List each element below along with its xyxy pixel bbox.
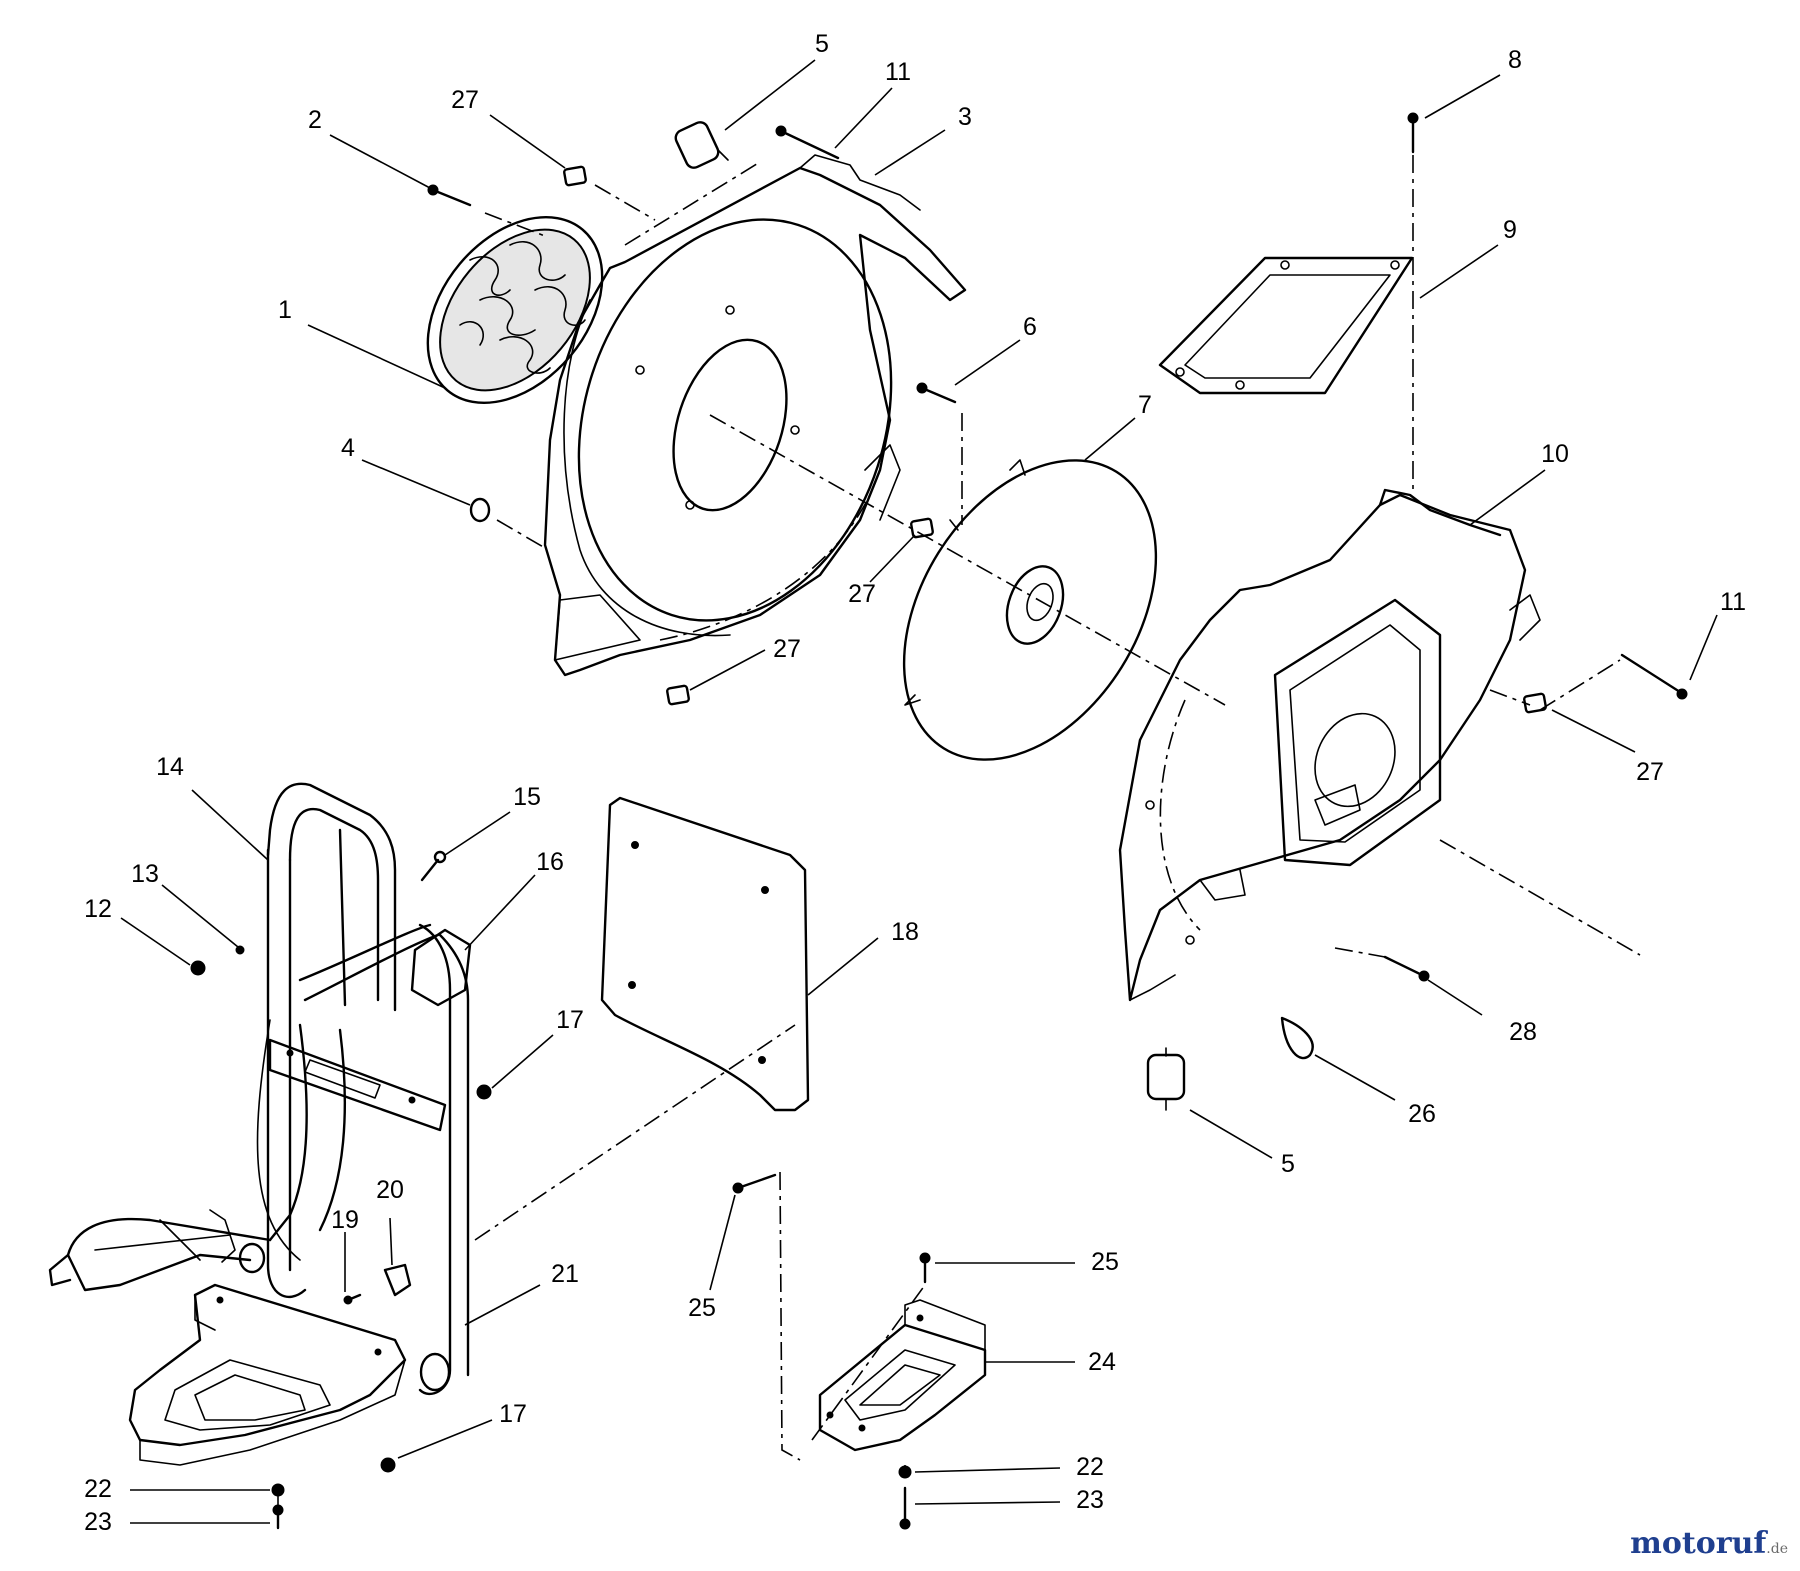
callout-12: 12 [84, 895, 112, 923]
shoulder-strap [48, 782, 397, 1292]
callout-11a: 11 [885, 58, 911, 86]
callout-13: 13 [131, 860, 159, 888]
nut-27-right [1523, 692, 1547, 714]
screw-23-b [899, 1486, 911, 1530]
screw-28 [1383, 955, 1430, 982]
callout-15: 15 [513, 783, 541, 811]
screw-23-a [272, 1504, 284, 1530]
callout-17a: 17 [556, 1006, 584, 1034]
watermark-logo: motoruf.de [1630, 1526, 1788, 1561]
callout-21: 21 [551, 1260, 579, 1288]
callout-11b: 11 [1720, 588, 1746, 616]
screw-6 [916, 382, 957, 404]
callout-6: 6 [1023, 313, 1037, 341]
nut-17-b [380, 1457, 396, 1473]
callout-3: 3 [958, 103, 972, 131]
clamp-16 [410, 928, 472, 1007]
screw-25-b [919, 1252, 931, 1284]
callout-labels: 1 2 3 4 5 5 6 7 8 9 10 11 11 12 13 14 15… [84, 30, 1746, 1536]
callout-27b: 27 [848, 580, 876, 608]
callout-27d: 27 [1636, 758, 1664, 786]
frame-base-plate [128, 1283, 451, 1466]
callout-24: 24 [1088, 1348, 1116, 1376]
callout-18: 18 [891, 918, 919, 946]
callout-22a: 22 [84, 1475, 112, 1503]
screw-8 [1407, 112, 1419, 154]
callout-28: 28 [1509, 1018, 1537, 1046]
mount-bracket [818, 1299, 987, 1452]
callout-7: 7 [1138, 391, 1152, 419]
fan-housing-front [543, 154, 967, 677]
callout-2: 2 [308, 106, 322, 134]
callout-20: 20 [376, 1176, 404, 1204]
fan-housing-rear [1118, 488, 1541, 1002]
callout-27c: 27 [773, 635, 801, 663]
back-pad [600, 796, 810, 1112]
callout-9: 9 [1503, 216, 1517, 244]
callout-26: 26 [1408, 1100, 1436, 1128]
screw-25-a [732, 1173, 777, 1194]
washer-22-a [271, 1483, 285, 1497]
assembly-centerlines [277, 155, 1641, 1505]
watermark-text: motoruf [1630, 1526, 1767, 1561]
callout-14: 14 [156, 753, 184, 781]
callout-4: 4 [341, 434, 355, 462]
backpack-frame [256, 848, 470, 1396]
callout-5a: 5 [815, 30, 829, 58]
hardware [190, 112, 1688, 1530]
clamp-20 [383, 1263, 412, 1297]
callout-27a: 27 [451, 86, 479, 114]
callout-10: 10 [1541, 440, 1569, 468]
bolt-11-top [775, 125, 840, 160]
callout-1: 1 [278, 296, 292, 324]
callout-19: 19 [331, 1206, 359, 1234]
nut-27-low [666, 684, 690, 706]
bushing-4 [469, 497, 491, 523]
mount-5-bottom [1146, 1047, 1186, 1111]
nut-27-top [563, 165, 587, 187]
watermark-suffix: .de [1766, 1541, 1788, 1557]
callout-22b: 22 [1076, 1453, 1104, 1481]
callout-25a: 25 [688, 1294, 716, 1322]
nut-12 [190, 960, 206, 976]
mount-5-top [674, 121, 729, 169]
nut-17-a [476, 1084, 492, 1100]
screw-19 [343, 1293, 362, 1305]
callout-5b: 5 [1281, 1150, 1295, 1178]
leader-lines [120, 59, 1718, 1524]
callout-23a: 23 [84, 1508, 112, 1536]
screw-2 [427, 184, 472, 207]
impeller [902, 459, 1158, 761]
callout-23b: 23 [1076, 1486, 1104, 1514]
callout-17b: 17 [499, 1400, 527, 1428]
outlet-plate [1158, 256, 1414, 395]
clip-15 [420, 850, 447, 882]
intake-grille [426, 216, 604, 404]
bolt-11-right [1620, 653, 1688, 700]
washer-13 [235, 945, 245, 955]
clip-26 [1280, 1016, 1314, 1060]
callout-8: 8 [1508, 46, 1522, 74]
callout-16: 16 [536, 848, 564, 876]
callout-25b: 25 [1091, 1248, 1119, 1276]
